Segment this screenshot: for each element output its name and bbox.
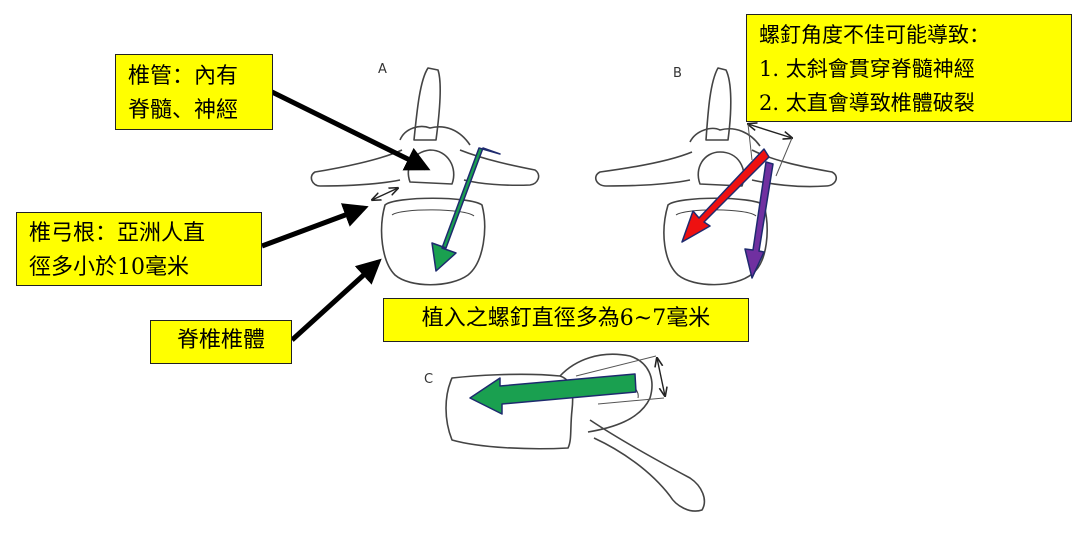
correct-screw-a-icon [431,147,501,272]
bad-angle-callout-item-2: 2. 太直會導致椎體破裂 [759,91,975,115]
pedicle-callout-line-1: 椎弓根：亞洲人直 [29,221,206,246]
screw-diameter-callout-text: 植入之螺釘直徑多為6~7毫米 [421,306,711,331]
bad-angle-callout-item-1: 1. 太斜會貫穿脊髓神經 [759,57,975,81]
vertebra-c-side-view-icon [445,353,706,512]
correct-screw-c-icon [469,373,637,415]
bad-angle-callout-heading: 螺釘角度不佳可能導致： [759,23,990,47]
screw-diameter-callout: 植入之螺釘直徑多為6~7毫米 [383,298,749,342]
straight-screw-b-icon [744,161,774,279]
spinal-canal-callout: 椎管：內有 脊髓、神經 [115,54,273,130]
spinal-canal-callout-line-1: 椎管：內有 [128,64,239,89]
oblique-screw-b-icon [681,148,770,243]
figure-label-a: A [378,62,387,77]
figure-label-c: C [424,372,434,387]
vertebra-a-top-view-icon [310,67,540,286]
pedicle-callout-line-2: 徑多小於10毫米 [29,255,189,280]
pointer-to-pedicle-icon [261,203,369,249]
vertebral-body-callout-text: 脊椎椎體 [176,328,265,353]
bad-angle-callout: 螺釘角度不佳可能導致： 1. 太斜會貫穿脊髓神經 2. 太直會導致椎體破裂 [746,14,1072,122]
pointer-to-vertebral-body-icon [290,258,382,342]
vertebral-body-callout: 脊椎椎體 [150,320,292,364]
vertebra-c-dimension-icon [575,355,665,405]
spinal-canal-callout-line-2: 脊髓、神經 [128,98,239,123]
vertebra-b-dimension-icon [748,124,792,177]
pedicle-callout: 椎弓根：亞洲人直 徑多小於10毫米 [16,212,262,286]
pedicle-dimension-icon [372,188,398,200]
pointer-to-spinal-canal-icon [270,89,431,171]
figure-label-b: B [673,66,682,81]
